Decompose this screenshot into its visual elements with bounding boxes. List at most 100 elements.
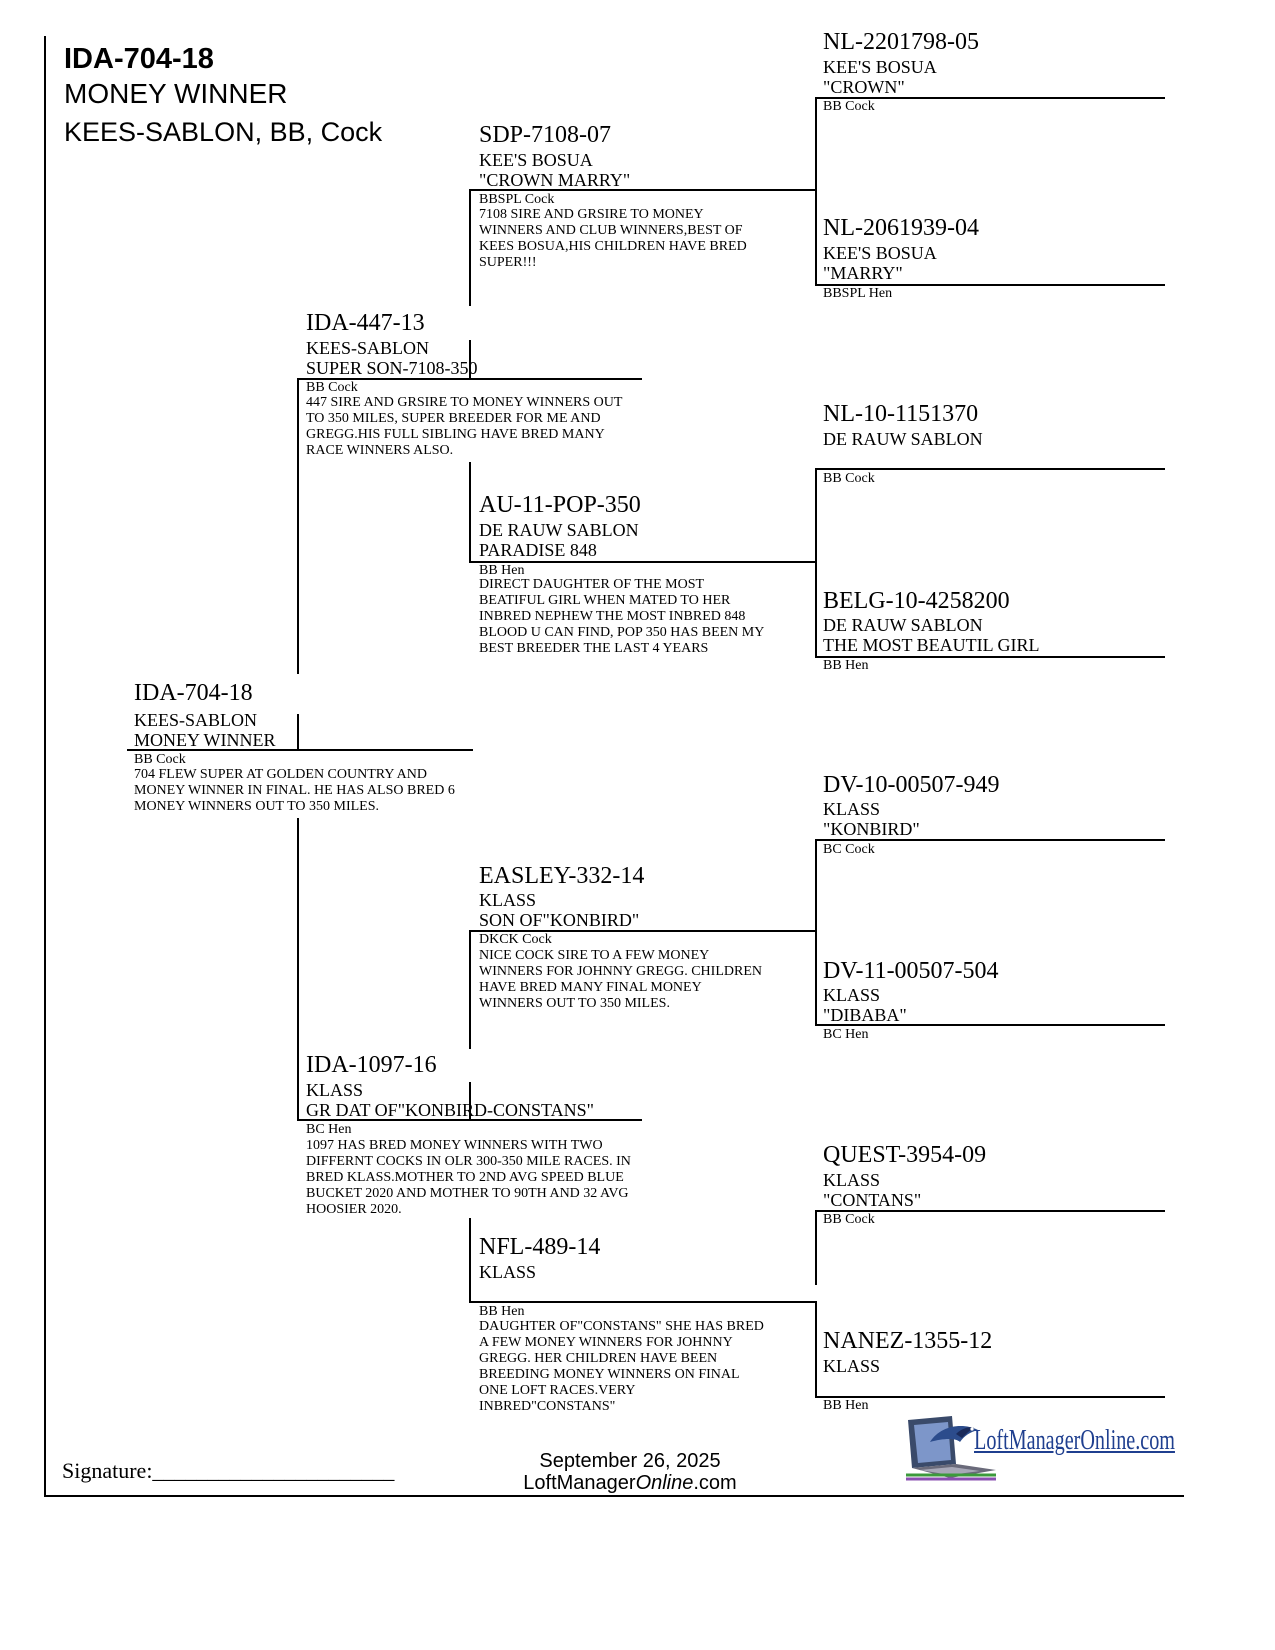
ds-line1: KLASS <box>479 890 537 910</box>
subject-to-sire-connector <box>297 379 299 674</box>
g2-ring: NL-2061939-04 <box>823 215 979 241</box>
g3-line1: DE RAUW SABLON <box>823 429 983 449</box>
g6-ring: DV-11-00507-504 <box>823 958 999 984</box>
g6-line1: KLASS <box>823 985 881 1005</box>
dam-to-ds-connector <box>469 931 471 1049</box>
ss-ring: SDP-7108-07 <box>479 122 612 148</box>
g4-ring: BELG-10-4258200 <box>823 588 1010 614</box>
g3-color: BB Cock <box>823 471 875 486</box>
sire-line <box>297 378 642 380</box>
g1-ring: NL-2201798-05 <box>823 29 979 55</box>
g6-line2: "DIBABA" <box>823 1005 907 1025</box>
dam-line <box>297 1119 642 1121</box>
subject-line1: KEES-SABLON <box>134 710 258 730</box>
g1-line2: "CROWN" <box>823 77 905 97</box>
print-date: September 26, 2025 <box>539 1450 721 1472</box>
subject-color: BB Cock <box>134 752 186 767</box>
ds-line <box>469 930 816 932</box>
sd-line <box>469 561 816 563</box>
sd-connector <box>815 469 817 657</box>
laptop-bird-icon <box>906 1416 996 1481</box>
dam-ring: IDA-1097-16 <box>306 1052 437 1078</box>
g8-color: BB Hen <box>823 1398 869 1413</box>
subject-notes: 704 FLEW SUPER AT GOLDEN COUNTRY AND MON… <box>134 767 455 814</box>
g3-ring: NL-10-1151370 <box>823 401 979 427</box>
sire-line2: SUPER SON-7108-350 <box>306 358 478 378</box>
g6-line <box>815 1024 1165 1026</box>
dd-color: BB Hen <box>479 1304 525 1319</box>
ds-line2: SON OF"KONBIRD" <box>479 910 640 930</box>
ds-connector <box>815 840 817 1025</box>
g5-color: BC Cock <box>823 842 875 857</box>
ss-color: BBSPL Cock <box>479 192 555 207</box>
ss-connector <box>815 98 817 285</box>
footer-website: LoftManagerOnline.com <box>480 1472 780 1495</box>
g5-line2: "KONBIRD" <box>823 819 920 839</box>
sd-line1: DE RAUW SABLON <box>479 520 639 540</box>
g6-color: BC Hen <box>823 1027 869 1042</box>
g7-color: BB Cock <box>823 1212 875 1227</box>
ds-ring: EASLEY-332-14 <box>479 863 645 889</box>
sire-notes: 447 SIRE AND GRSIRE TO MONEY WINNERS OUT… <box>306 395 623 458</box>
dam-line2: GR DAT OF"KONBIRD-CONSTANS" <box>306 1100 594 1120</box>
g2-line <box>815 284 1165 286</box>
subject-tick <box>297 714 299 750</box>
subject-ring: IDA-704-18 <box>134 680 253 706</box>
footer-website-part3: .com <box>693 1472 737 1494</box>
header-strain-color-sex: KEES-SABLON, BB, Cock <box>64 117 383 147</box>
dam-to-dd-connector <box>469 1218 471 1302</box>
header-bird-name: MONEY WINNER <box>64 78 288 109</box>
g7-line1: KLASS <box>823 1170 881 1190</box>
g4-line2: THE MOST BEAUTIL GIRL <box>823 635 1040 655</box>
g5-line <box>815 839 1165 841</box>
g8-line1: KLASS <box>823 1356 881 1376</box>
dd-notes: DAUGHTER OF"CONSTANS" SHE HAS BRED A FEW… <box>479 1319 764 1414</box>
footer-website-part1: LoftManager <box>523 1472 636 1494</box>
dam-tick <box>469 1082 471 1120</box>
g2-color: BBSPL Hen <box>823 286 893 301</box>
g4-color: BB Hen <box>823 658 869 673</box>
dam-line1: KLASS <box>306 1080 364 1100</box>
loftmanager-logo: LoftManagerOnline.com <box>900 1412 1175 1484</box>
sire-line1: KEES-SABLON <box>306 338 430 358</box>
footer-website-part2: Online <box>635 1472 694 1494</box>
g2-line2: "MARRY" <box>823 263 903 283</box>
sire-ring: IDA-447-13 <box>306 310 425 336</box>
g1-color: BB Cock <box>823 99 875 114</box>
sire-to-ss-connector <box>469 190 471 306</box>
dd-ring: NFL-489-14 <box>479 1234 601 1260</box>
sd-line2: PARADISE 848 <box>479 540 597 560</box>
g1-line <box>815 97 1165 99</box>
g4-line <box>815 656 1165 658</box>
sire-tick <box>469 340 471 379</box>
logo-text: LoftManagerOnline.com <box>974 1425 1175 1456</box>
ss-notes: 7108 SIRE AND GRSIRE TO MONEY WINNERS AN… <box>479 207 747 270</box>
dam-color: BC Hen <box>306 1122 352 1137</box>
page-bottom-border <box>44 1495 1184 1497</box>
g3-line <box>815 468 1165 470</box>
g5-line1: KLASS <box>823 799 881 819</box>
ds-color: DKCK Cock <box>479 932 552 947</box>
dd-line <box>469 1301 816 1303</box>
g7-line <box>815 1210 1165 1212</box>
dd-line1: KLASS <box>479 1262 537 1282</box>
g7-ring: QUEST-3954-09 <box>823 1142 987 1168</box>
g8-line <box>815 1396 1165 1398</box>
dd-connector-upper <box>815 1211 817 1285</box>
g1-line1: KEE'S BOSUA <box>823 57 937 77</box>
g5-ring: DV-10-00507-949 <box>823 772 1000 798</box>
sire-to-sd-connector <box>469 462 471 562</box>
dd-connector-lower <box>815 1301 817 1397</box>
dam-notes: 1097 HAS BRED MONEY WINNERS WITH TWO DIF… <box>306 1138 631 1217</box>
header-ring-number: IDA-704-18 <box>64 43 214 75</box>
sd-ring: AU-11-POP-350 <box>479 492 641 518</box>
g8-ring: NANEZ-1355-12 <box>823 1328 993 1354</box>
ds-notes: NICE COCK SIRE TO A FEW MONEY WINNERS FO… <box>479 948 762 1011</box>
subject-line2: MONEY WINNER <box>134 730 276 750</box>
ss-line <box>469 189 816 191</box>
sd-color: BB Hen <box>479 563 525 578</box>
sire-color: BB Cock <box>306 380 358 395</box>
g4-line1: DE RAUW SABLON <box>823 615 983 635</box>
subject-to-dam-connector <box>297 818 299 1120</box>
